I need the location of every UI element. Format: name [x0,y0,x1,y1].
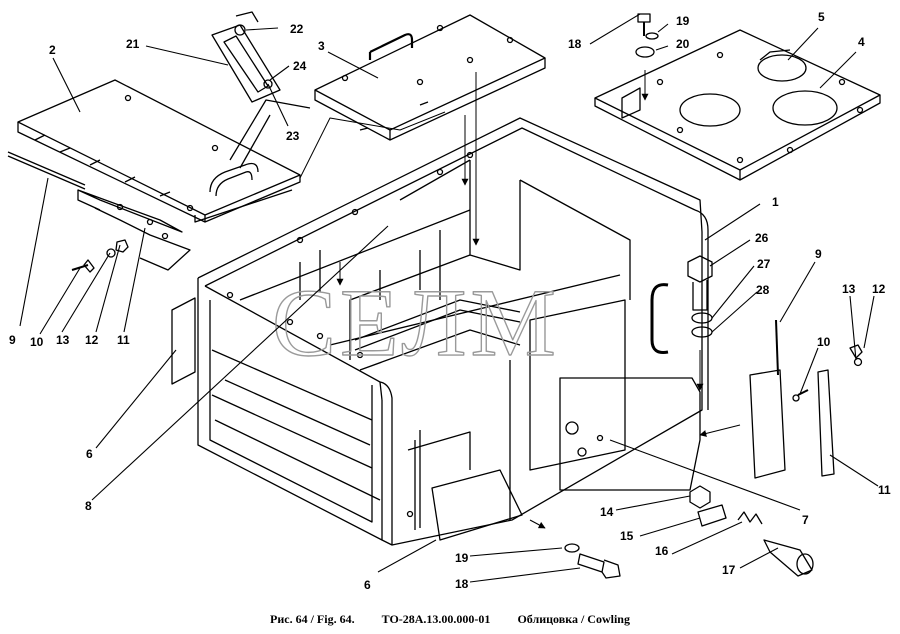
callout-3: 3 [318,39,325,53]
callout-6-front: 6 [364,578,371,592]
callout-8: 8 [85,499,92,513]
callout-10-left: 10 [30,335,44,349]
callout-20: 20 [676,37,690,51]
nut-12-right [849,344,863,359]
side-plate-6-left [171,297,196,385]
callout-17: 17 [722,563,736,577]
washer-20 [635,46,655,58]
callout-6-left: 6 [86,447,93,461]
washer-19-bottom [564,543,580,553]
callout-10-right: 10 [817,335,831,349]
strip-9-left [7,151,86,190]
bolt-10-left [71,259,95,273]
bolt-10-right [792,389,809,402]
bolt-26 [687,255,713,311]
bolt-18-bottom [577,553,621,579]
callout-2: 2 [49,43,56,57]
drawing-code: ТО-28А.13.00.000-01 [381,612,491,626]
hinge-plate-11-left [77,189,191,271]
callout-7: 7 [802,513,809,527]
figure-number: Рис. 64 / Fig. 64. [270,612,355,626]
figure-caption: Рис. 64 / Fig. 64. ТО-28А.13.00.000-01 О… [0,612,900,627]
cowling-frame [197,117,709,546]
callout-24: 24 [293,59,307,73]
nut-12-left [115,239,129,253]
washer-13-right [853,357,863,367]
callout-5: 5 [818,10,825,24]
callout-18-top: 18 [568,37,582,51]
callout-11-left: 11 [117,333,130,347]
callout-12-right: 12 [872,282,886,296]
callout-12-left: 12 [85,333,99,347]
side-door-7 [559,377,701,491]
callout-9-left: 9 [9,333,16,347]
callout-28: 28 [756,283,770,297]
callout-26: 26 [755,231,769,245]
callout-11-right: 11 [878,483,891,497]
lid-panel-3 [314,14,546,141]
callout-19-top: 19 [676,14,690,28]
nut-14 [689,485,711,509]
callout-9-right: 9 [815,247,822,261]
callout-15: 15 [620,529,634,543]
callout-16: 16 [655,544,669,558]
spring-16 [737,511,763,525]
callout-21: 21 [126,37,140,51]
callout-27: 27 [757,257,771,271]
guide-lines-21 [229,99,311,161]
callout-1: 1 [772,195,779,209]
bolt-18-top [637,13,651,36]
window-frame-21 [211,11,281,103]
latch-15 [697,504,727,527]
callout-23: 23 [286,129,300,143]
hinge-11-right [817,369,835,477]
latch-pin-17 [763,539,814,577]
plate-4 [594,29,881,181]
hinge-9-right [749,369,786,479]
figure-title: Облицовка / Cowling [517,612,630,626]
strip-9-right [775,319,779,376]
washer-19-top [645,32,659,40]
side-plate-6-front [431,469,523,541]
callout-13-left: 13 [56,333,70,347]
watermark: СЕЛМ [272,269,560,376]
callout-19-bottom: 19 [455,551,469,565]
washer-13-left [106,248,116,258]
callout-14: 14 [600,505,614,519]
callout-13-right: 13 [842,282,856,296]
callout-4: 4 [858,35,865,49]
callout-18-bottom: 18 [455,577,469,591]
callout-22: 22 [290,22,304,36]
